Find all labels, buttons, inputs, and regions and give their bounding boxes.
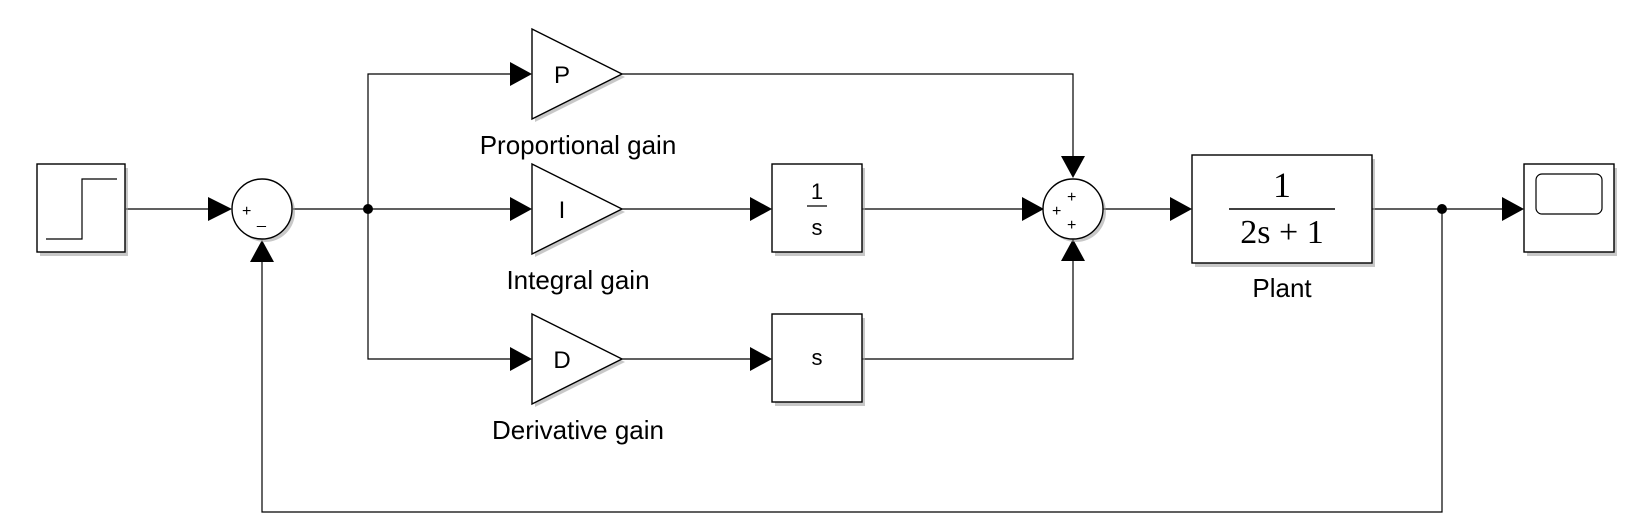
scope-block[interactable] (1523, 163, 1617, 256)
arrow-into-plant (1170, 197, 1192, 221)
arrow-into-integrator (750, 197, 772, 221)
sum-error-sign-minus: _ (256, 211, 267, 228)
plant-label: Plant (1252, 273, 1312, 303)
wire-feedback (261, 209, 1443, 513)
signal-lines (126, 62, 1524, 513)
arrow-into-sum-pid-top (1061, 156, 1085, 178)
arrow-into-derivative (750, 347, 772, 371)
i-gain-label: Integral gain (506, 265, 649, 295)
sum-error-block[interactable]: + _ (231, 178, 295, 242)
integrator-numerator: 1 (811, 179, 823, 204)
sum-pid-block[interactable]: + + + (1042, 178, 1106, 242)
arrow-into-sum-error (208, 197, 232, 221)
plant-numerator: 1 (1273, 165, 1291, 205)
derivative-text: s (812, 345, 823, 370)
sum-pid-sign-bottom: + (1067, 217, 1076, 234)
integrator-block[interactable]: 1 s (771, 163, 865, 256)
arrow-into-sum-error-bottom (250, 240, 274, 262)
integrator-denominator: s (812, 215, 823, 240)
step-icon (46, 178, 117, 240)
wire-p-to-sum (622, 73, 1074, 156)
sum-pid-sign-left: + (1052, 203, 1061, 220)
i-gain-block[interactable]: I (531, 162, 625, 257)
d-gain-block[interactable]: D (531, 312, 625, 407)
arrow-into-i-gain (510, 197, 532, 221)
plant-denominator: 2s + 1 (1240, 214, 1323, 251)
derivative-block[interactable]: s (771, 313, 865, 406)
arrow-into-scope (1502, 197, 1524, 221)
p-gain-symbol: P (554, 62, 570, 89)
p-gain-label: Proportional gain (480, 130, 677, 160)
sum-error-sign-plus: + (242, 203, 251, 220)
arrow-into-sum-pid-left (1022, 197, 1044, 221)
arrow-into-p-gain (510, 62, 532, 86)
sum-pid-sign-top: + (1067, 189, 1076, 206)
p-gain-block[interactable]: P (531, 27, 625, 122)
step-source-block[interactable] (36, 163, 128, 256)
arrow-into-d-gain (510, 347, 532, 371)
scope-screen-icon (1535, 173, 1603, 215)
arrow-into-sum-pid-bottom (1061, 239, 1085, 261)
d-gain-label: Derivative gain (492, 415, 664, 445)
wire-to-p-gain (367, 73, 510, 209)
d-gain-symbol: D (553, 347, 570, 374)
wire-to-d-gain (367, 209, 510, 360)
plant-block[interactable]: 1 2s + 1 (1191, 154, 1375, 267)
i-gain-symbol: I (559, 197, 566, 224)
wire-derivative-to-sum (862, 261, 1074, 360)
